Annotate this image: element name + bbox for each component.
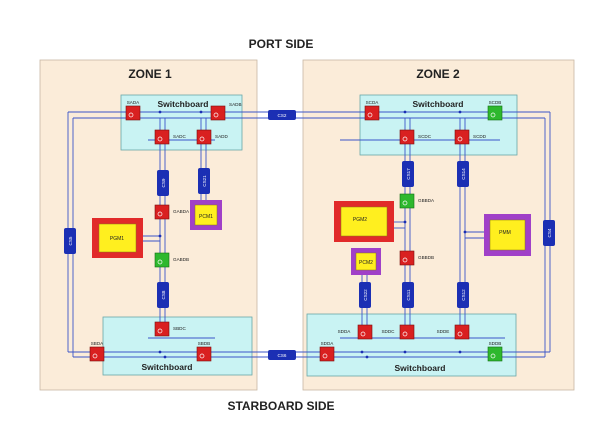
breaker-sbda[interactable] (89, 346, 105, 362)
breaker-sbda-label: SBDA (91, 341, 104, 346)
breaker-gbbdb[interactable] (399, 250, 415, 266)
breaker-gabda-label: GABDA (173, 209, 190, 214)
cable-cs9-label: CS9 (161, 178, 166, 187)
breaker-sadd[interactable] (196, 129, 212, 145)
breaker-gbbda-label: GBBDA (418, 198, 435, 203)
breaker-scdd[interactable] (454, 129, 470, 145)
breaker-sddb-label: SDDB (489, 341, 502, 346)
cable-cs5-label: CS5 (68, 236, 73, 245)
zone2-top-switchboard-label: Switchboard (412, 99, 463, 109)
starboard-side-label: STARBOARD SIDE (227, 399, 334, 413)
breaker-sdde[interactable] (454, 324, 470, 340)
zone1-top-switchboard-label: Switchboard (157, 99, 208, 109)
cable-cs11: CS11 (402, 282, 414, 308)
breaker-scdb-label: SCDB (489, 100, 502, 105)
breaker-sadd-label: SADD (215, 134, 228, 139)
breaker-scda[interactable] (364, 105, 380, 121)
module-pcm2-label: PCM2 (359, 260, 373, 266)
breaker-gbbdb-label: GBBDB (418, 255, 434, 260)
breaker-sddc[interactable] (399, 324, 415, 340)
breaker-scdd-label: SCDD (473, 134, 487, 139)
cable-cs11-label: CS11 (406, 289, 411, 301)
breaker-sbdc-label: SBDC (173, 326, 186, 331)
zone2-bottom-switchboard-label: Switchboard (394, 363, 445, 373)
breaker-scdb[interactable] (487, 105, 503, 121)
module-pgm2-label: PGM2 (353, 217, 367, 223)
cable-cs6-label: CS6 (278, 353, 287, 358)
breaker-sadc[interactable] (154, 129, 170, 145)
module-pmm[interactable] (489, 219, 526, 251)
bus-junctions (158, 110, 467, 359)
cable-cs2 (268, 110, 296, 120)
module-pgm1[interactable] (98, 223, 137, 253)
breaker-gabdb[interactable] (154, 252, 170, 268)
cable-cs17: CS17 (402, 161, 414, 187)
breaker-sdda-bus-label: SDDA (321, 341, 335, 346)
breaker-sdda-label: SDDA (338, 329, 352, 334)
cable-cs14: CS14 (457, 161, 469, 187)
breaker-gabdb-label: GABDB (173, 257, 189, 262)
breaker-sddc-label: SDDC (381, 329, 395, 334)
breaker-symbols (92, 112, 496, 359)
cable-cs14-label: CS14 (461, 168, 466, 180)
module-pcm1[interactable] (194, 204, 218, 226)
cable-cs4: CS4 (543, 220, 555, 246)
module-pcm2[interactable] (355, 252, 377, 271)
zone1-title: ZONE 1 (128, 67, 172, 81)
breaker-sbdb[interactable] (196, 346, 212, 362)
zone2-top-switchboard (359, 94, 518, 156)
breaker-sadb-label: SADB (229, 102, 242, 107)
cable-cs22-label: CS22 (363, 289, 368, 301)
port-side-label: PORT SIDE (249, 37, 314, 51)
module-pgm2[interactable] (340, 206, 388, 237)
cable-cs22: CS22 (359, 282, 371, 308)
cable-cs17-label: CS17 (406, 168, 411, 180)
breaker-scdc-label: SCDC (418, 134, 432, 139)
breaker-gabda[interactable] (154, 204, 170, 220)
cable-cs6 (268, 350, 296, 360)
breaker-scda-label: SCDA (366, 100, 380, 105)
zone1-bottom-switchboard (102, 316, 253, 376)
module-pmm-label: PMM (499, 230, 511, 236)
breaker-sadb[interactable] (210, 105, 226, 121)
breaker-sddb[interactable] (487, 346, 503, 362)
breaker-sada[interactable] (125, 105, 141, 121)
breaker-sbdc[interactable] (154, 321, 170, 337)
breaker-sadc-label: SADC (173, 134, 186, 139)
zone2-bottom-switchboard (306, 313, 517, 377)
breaker-sdda-bus[interactable] (319, 346, 335, 362)
zone1-bottom-switchboard-label: Switchboard (141, 362, 192, 372)
cable-cs12: CS12 (457, 282, 469, 308)
cable-cs21: CS21 (198, 168, 210, 194)
breaker-scdc[interactable] (399, 129, 415, 145)
module-pgm1-label: PGM1 (110, 236, 124, 242)
cable-cs9: CS9 (157, 170, 169, 196)
cable-cs4-label: CS4 (547, 228, 552, 237)
module-pcm1-label: PCM1 (199, 214, 213, 220)
cable-cs12-label: CS12 (461, 289, 466, 301)
breaker-gbbda[interactable] (399, 193, 415, 209)
cable-cs8-label: CS8 (161, 290, 166, 299)
zone1-top-switchboard (120, 94, 243, 151)
breaker-sada-label: SADA (127, 100, 140, 105)
breaker-sbdb-label: SBDB (198, 341, 211, 346)
cable-cs5: CS5 (64, 228, 76, 254)
cable-cs2-label: CS2 (278, 113, 287, 118)
cable-cs8: CS8 (157, 282, 169, 308)
breaker-sdde-label: SDDE (437, 329, 450, 334)
zone2-title: ZONE 2 (416, 67, 460, 81)
breaker-sdda[interactable] (357, 324, 373, 340)
cable-cs21-label: CS21 (202, 175, 207, 187)
